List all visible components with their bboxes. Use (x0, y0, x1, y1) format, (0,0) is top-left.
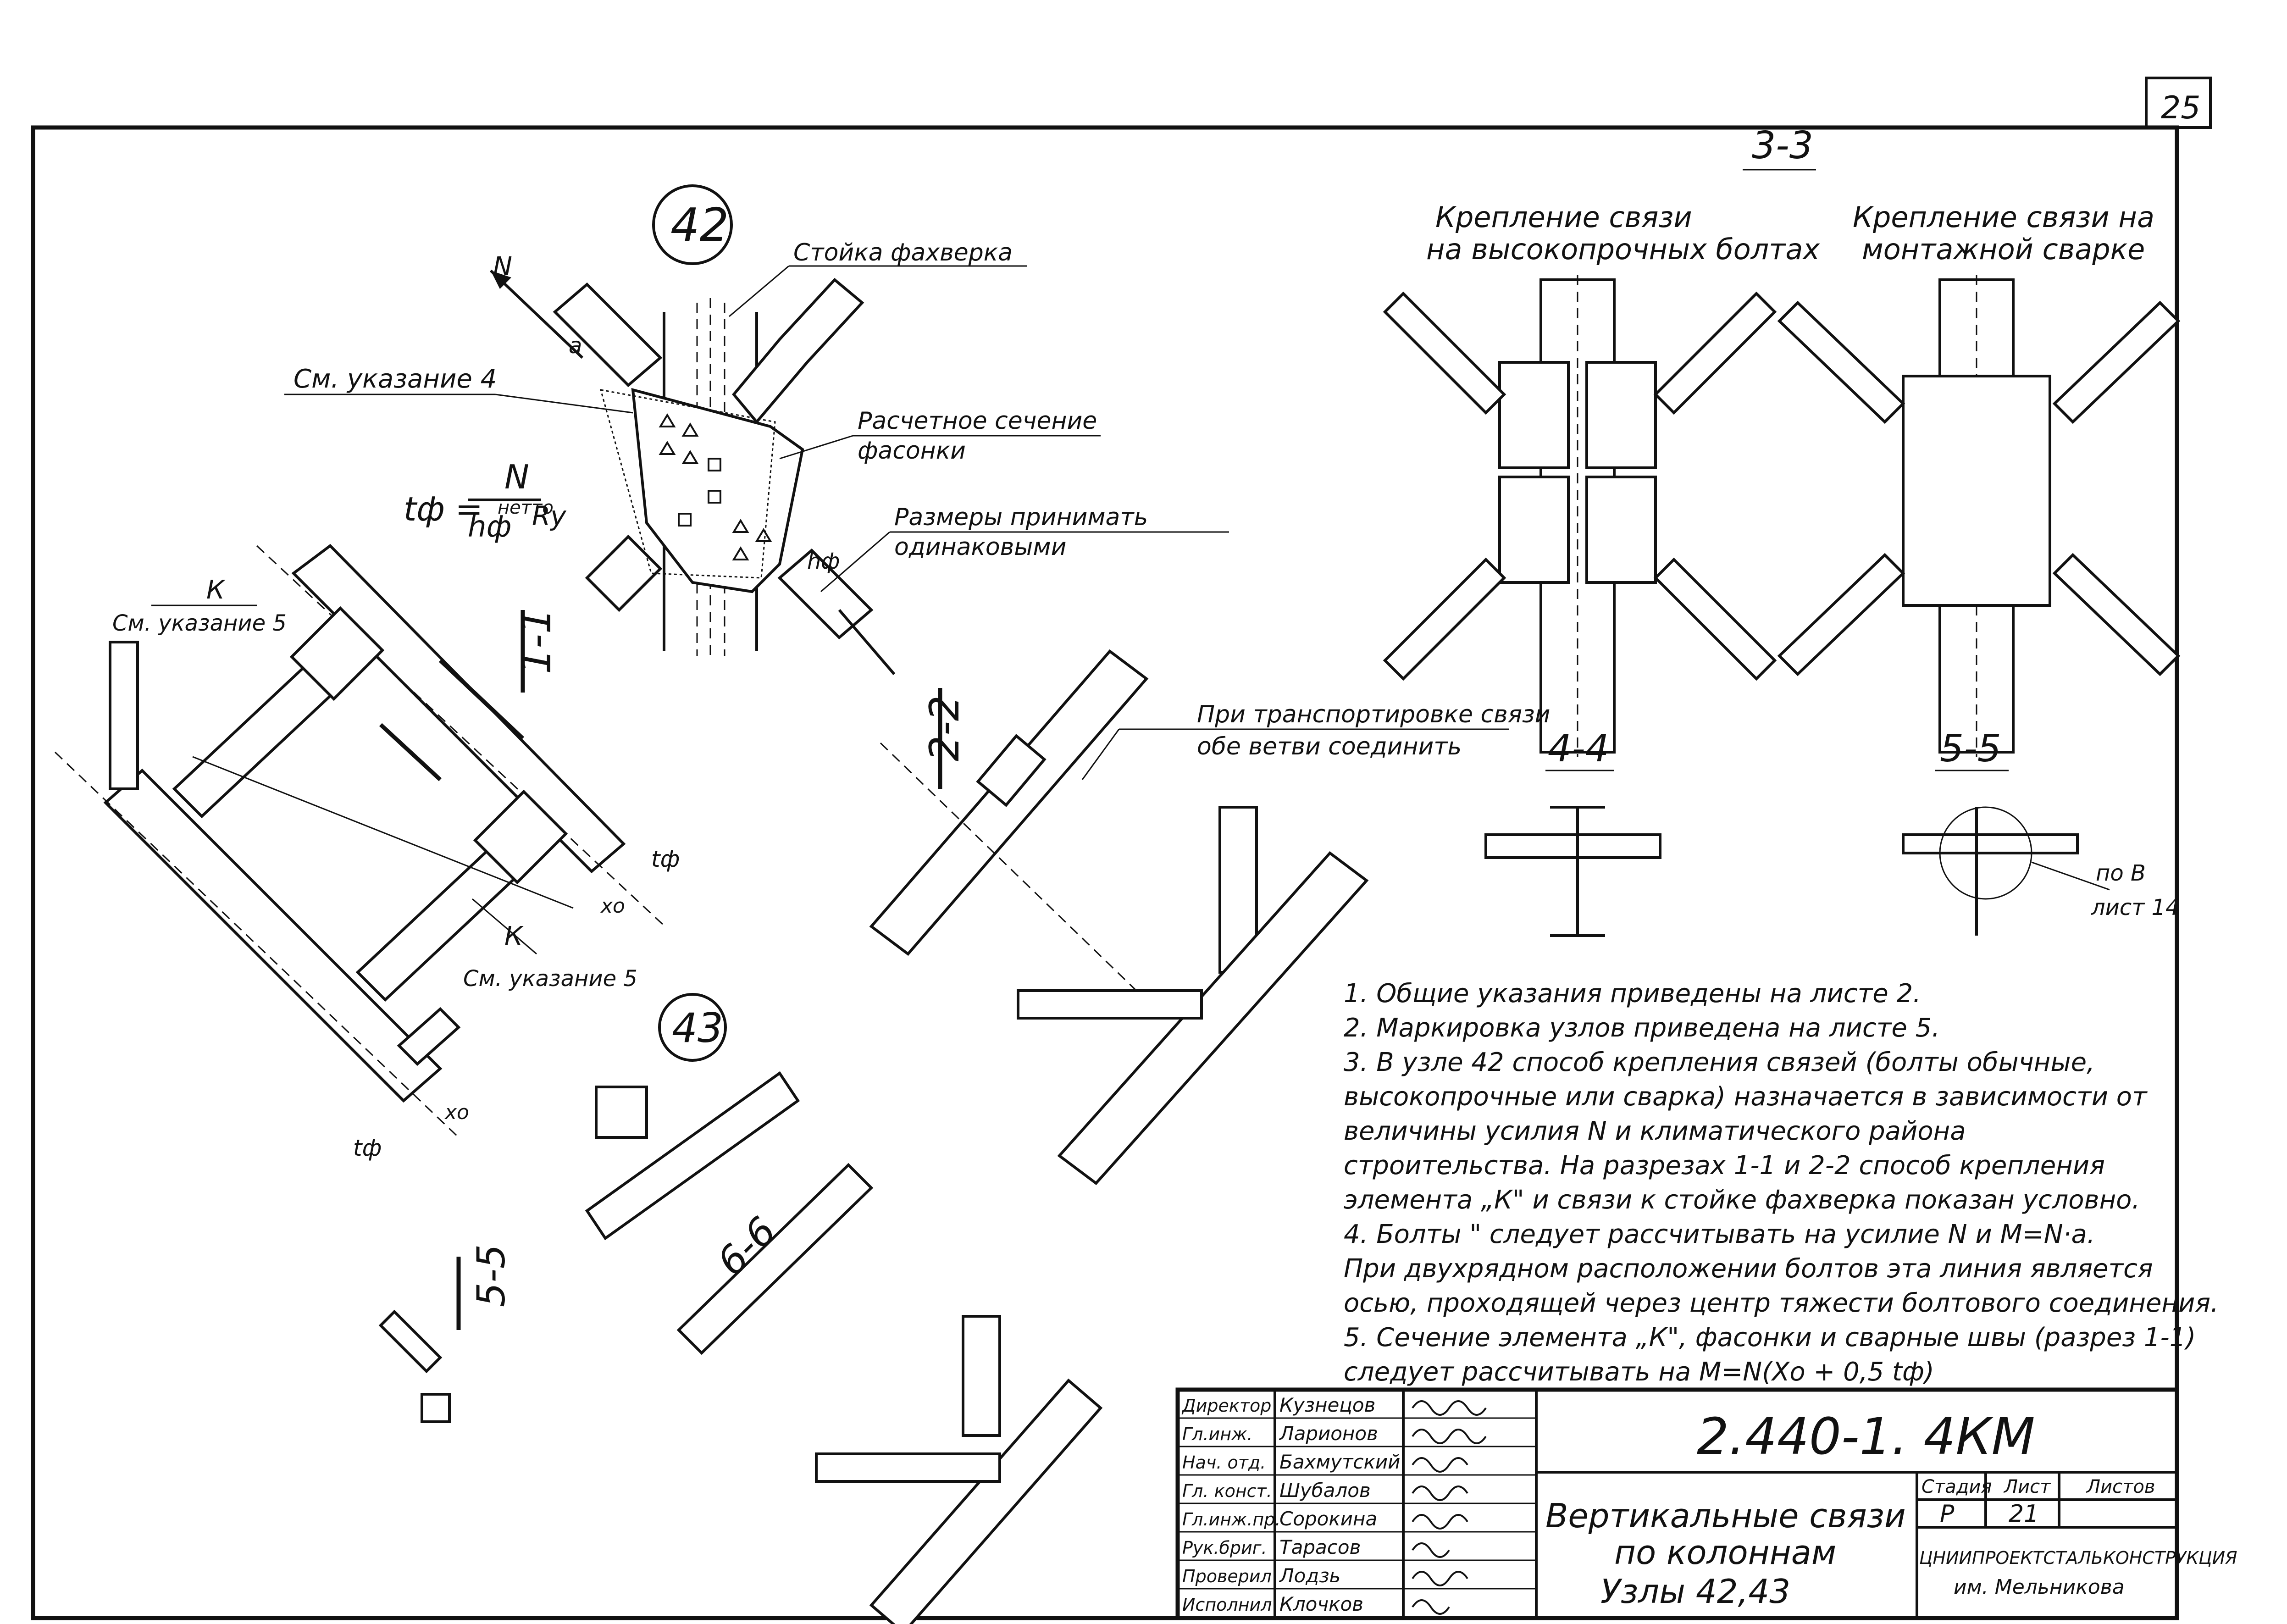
formula-den: hф (468, 510, 511, 544)
note-line-4: величины усилия N и климатического район… (1344, 1116, 1966, 1146)
formula-t: tф = (404, 490, 483, 528)
right-attach-2: монтажной сварке (1862, 233, 2145, 266)
razmery-label-1: Размеры принимать (894, 504, 1148, 531)
sheet-number-box (2145, 77, 2212, 129)
drawing-title-3: Узлы 42,43 (1600, 1572, 1790, 1611)
general-notes: 1. Общие указания приведены на листе 2. … (1344, 979, 2219, 1387)
see-note-5-top: См. указание 5 (112, 610, 287, 636)
sheet-header: Лист (2003, 1476, 2051, 1497)
sec-5-5-label-33: 5-5 (1940, 727, 2001, 770)
formula-netto: нетто (498, 497, 554, 518)
staff-name-2: Бахмутский (1279, 1451, 1400, 1473)
k-bottom-label: К (504, 921, 524, 951)
stoyka-label: Стойка фахверка (793, 239, 1013, 266)
see-note-5-bottom: См. указание 5 (463, 966, 637, 992)
note-line-0: 1. Общие указания приведены на листе 2. (1344, 979, 1921, 1009)
staff-role-7: Исполнил (1182, 1595, 1272, 1615)
bolt-marks-42 (659, 413, 772, 560)
note-line-11: следует рассчитывать на M=N(Xo + 0,5 tф) (1344, 1357, 1934, 1387)
node-42: 42 Стойка фахверка См. указание 4 (284, 184, 1229, 675)
section-2-2-title: 2-2 (921, 695, 968, 761)
note-line-7: 4. Болты " следует рассчитывать на усили… (1344, 1219, 2095, 1249)
stage-header: Стадия (1922, 1476, 1992, 1497)
formula-ry: Ry (532, 500, 566, 532)
staff-role-2: Нач. отд. (1182, 1452, 1266, 1473)
tf-label-43: tф (353, 1135, 382, 1161)
drawing-title-2: по колоннам (1614, 1533, 1836, 1572)
staff-role-0: Директор (1181, 1396, 1271, 1416)
staff-role-6: Проверил (1182, 1566, 1272, 1586)
staff-role-4: Гл.инж.пр. (1182, 1509, 1280, 1530)
section-1-1-title: 1-1 (513, 608, 560, 674)
signatures (1412, 1400, 1487, 1615)
note-line-6: элемента „К" и связи к стойке фахверка п… (1344, 1185, 2140, 1215)
note-line-3: высокопрочные или сварка) назначается в … (1344, 1082, 2148, 1112)
node-42-circle (652, 184, 733, 265)
drawing-code: 2.440-1. 4КМ (1697, 1407, 2035, 1466)
note-line-2: 3. В узле 42 способ крепления связей (бо… (1344, 1048, 2095, 1077)
sec-5-5-label-43: 5-5 (469, 1244, 514, 1307)
staff-name-1: Ларионов (1279, 1422, 1378, 1445)
list14-label: лист 14 (2091, 895, 2180, 920)
xo-label-43: xo (444, 1101, 469, 1124)
node-43: 43 6-6 5-5 tф xo (353, 993, 874, 1423)
node-43-label: 43 (672, 1004, 723, 1052)
formula-num: N (504, 458, 529, 496)
bottom-node (815, 1315, 1103, 1624)
po-b-label: по В (2096, 860, 2146, 886)
k-top-label: К (206, 575, 226, 605)
node-43-circle (658, 993, 727, 1062)
section-1-1: 1-1 К См. указание 5 К См. указание 5 tф… (54, 544, 680, 1138)
staff-name-7: Клочков (1279, 1593, 1363, 1615)
transport-note-1: При транспортировке связи (1197, 701, 1550, 728)
org-name: ЦНИИПРОЕКТСТАЛЬКОНСТРУКЦИЯ (1919, 1548, 2237, 1568)
staff-name-0: Кузнецов (1279, 1394, 1375, 1416)
section-3-3-title: 3-3 (1752, 124, 1813, 167)
note-line-10: 5. Сечение элемента „К", фасонки и сварн… (1344, 1323, 2196, 1352)
sheet-value: 21 (2009, 1500, 2039, 1528)
staff-name-4: Сорокина (1279, 1508, 1377, 1530)
left-attach-2: на высокопрочных болтах (1426, 233, 1820, 266)
tf-label-11: tф (651, 846, 680, 872)
title-block: Директор Кузнецов Гл.инж. Ларионов Нач. … (1175, 1387, 2237, 1620)
transport-note-2: обе ветви соединить (1197, 733, 1462, 760)
drawing-title-1: Вертикальные связи (1545, 1497, 1906, 1535)
right-attach-1: Крепление связи на (1853, 200, 2154, 234)
razmery-label-2: одинаковыми (894, 533, 1066, 561)
note-line-5: строительства. На разрезах 1-1 и 2-2 спо… (1344, 1151, 2105, 1181)
sheet-frame (31, 125, 2179, 1620)
staff-role-3: Гл. конст. (1182, 1481, 1272, 1501)
note-line-9: осью, проходящей через центр тяжести бол… (1344, 1288, 2219, 1318)
sec-4-4-label: 4-4 (1548, 727, 1609, 770)
staff-role-1: Гл.инж. (1182, 1424, 1252, 1444)
staff-role-5: Рук.бриг. (1182, 1538, 1267, 1558)
left-attach-1: Крепление связи (1435, 200, 1692, 234)
staff-name-6: Лодзь (1279, 1564, 1340, 1587)
node-42-label: 42 (670, 198, 729, 252)
note-line-8: При двухрядном расположении болтов эта л… (1344, 1254, 2153, 1284)
org-subname: им. Мельникова (1954, 1575, 2125, 1599)
xo-label-11: xo (600, 894, 625, 918)
sheet-number: 25 (2161, 90, 2201, 126)
hf-label: hф (807, 549, 840, 574)
see-note-4-label: См. указание 4 (293, 364, 497, 394)
section-2-2: 2-2 При транспортировке связи обе ветви … (869, 649, 1550, 1186)
raschet-label-1: Расчетное сечение (858, 407, 1097, 435)
stage-value: Р (1940, 1500, 1955, 1528)
sheets-header: Листов (2086, 1476, 2155, 1497)
section-3-3: 3-3 Крепление связи на высокопрочных бол… (1383, 124, 2181, 937)
staff-name-5: Тарасов (1279, 1536, 1361, 1558)
raschet-label-2: фасонки (858, 437, 966, 465)
staff-name-3: Шубалов (1279, 1479, 1371, 1502)
note-line-1: 2. Маркировка узлов приведена на листе 5… (1344, 1013, 1940, 1043)
